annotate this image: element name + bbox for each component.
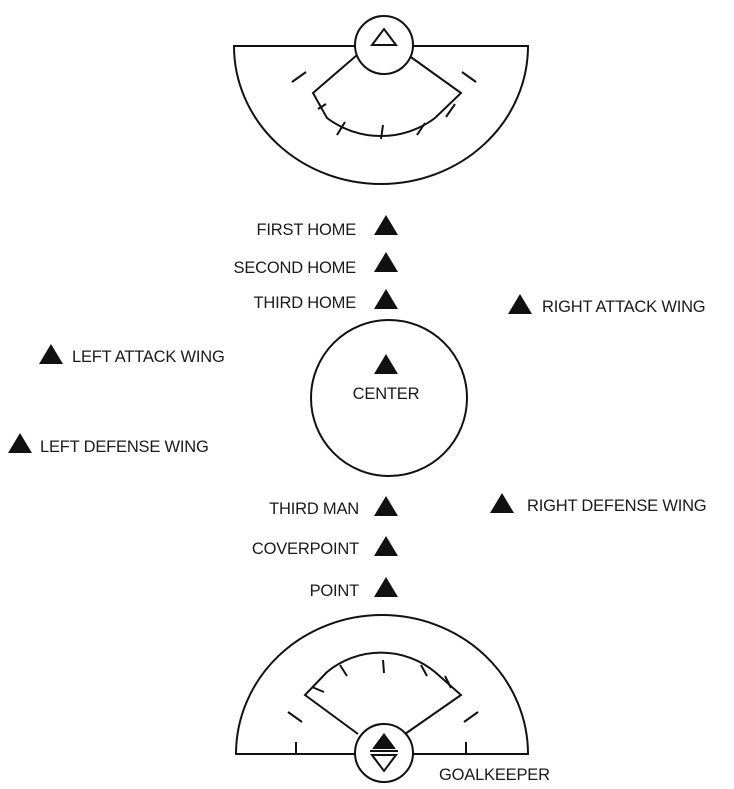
goalkeeper-marker-icon: [372, 733, 396, 749]
bottom-goal-circle: [354, 723, 414, 783]
left-attack-wing-label: LEFT ATTACK WING: [72, 348, 225, 366]
first-home-label: FIRST HOME: [257, 221, 357, 239]
center-label: CENTER: [353, 385, 420, 403]
left-defense-wing-marker-icon: [8, 433, 32, 453]
bottom-goal-arc: [234, 614, 530, 755]
third-home-marker-icon: [374, 289, 398, 309]
top-goal-arc: [232, 45, 530, 185]
first-home-marker-icon: [374, 215, 398, 235]
third-home-label: THIRD HOME: [254, 294, 357, 312]
right-attack-wing-label: RIGHT ATTACK WING: [542, 298, 705, 316]
second-home-marker-icon: [374, 252, 398, 272]
point-label: POINT: [310, 582, 360, 600]
bottom-goal-crease-lines: [303, 651, 463, 735]
third-man-label: THIRD MAN: [269, 500, 359, 518]
point-marker-icon: [374, 577, 398, 597]
third-man-marker-icon: [374, 496, 398, 516]
coverpoint-label: COVERPOINT: [252, 540, 359, 558]
center-marker-icon: [374, 354, 398, 374]
position-labels: FIRST HOME SECOND HOME THIRD HOME RIGHT …: [40, 221, 707, 784]
player-markers: [8, 215, 532, 597]
center-circle: [310, 319, 468, 477]
top-tick-marks: [291, 71, 477, 140]
right-attack-wing-marker-icon: [508, 294, 532, 314]
right-defense-wing-marker-icon: [490, 493, 514, 513]
coverpoint-marker-icon: [374, 536, 398, 556]
bottom-goal-area: [234, 614, 530, 783]
bottom-tick-marks: [287, 659, 479, 754]
bottom-goal-triangle-icon: [370, 754, 398, 773]
top-goal-area: [232, 15, 530, 185]
right-defense-wing-label: RIGHT DEFENSE WING: [527, 497, 706, 515]
goalkeeper-label: GOALKEEPER: [439, 766, 550, 784]
left-defense-wing-label: LEFT DEFENSE WING: [40, 438, 209, 456]
left-attack-wing-marker-icon: [39, 344, 63, 364]
top-goal-triangle-icon: [370, 27, 398, 46]
second-home-label: SECOND HOME: [234, 259, 357, 277]
